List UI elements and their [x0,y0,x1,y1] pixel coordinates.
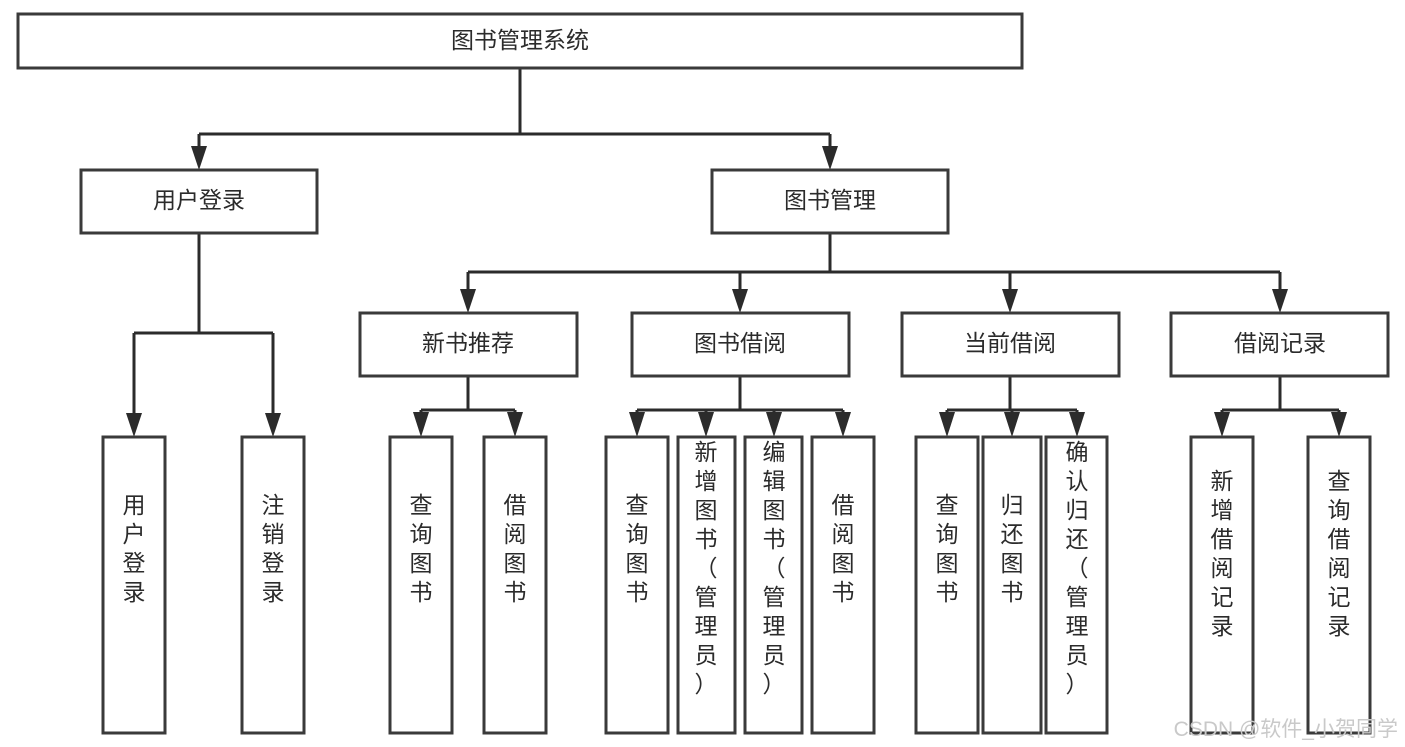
leaf-borrow-record-1[interactable]: 新增借阅记录 [1189,435,1255,735]
leaf-book-borrow-3-box[interactable] [743,435,804,735]
leaf-book-borrow-4-label: 借阅图书 [832,492,855,605]
arrow-head-leaf-cb-2 [1004,412,1020,437]
node-user-login-box[interactable] [79,168,319,235]
leaf-user-login-2-box[interactable] [240,435,306,735]
arrow-head-leaf-br-2 [1331,412,1347,437]
leaf-user-login-1-label: 用户登录 [123,492,146,605]
node-current-borrow[interactable]: 当前借阅 [900,311,1121,378]
arrow-head-leaf-nbr-2 [507,412,523,437]
leaf-user-login-2-label: 注销登录 [262,492,285,605]
leaf-current-borrow-1-box[interactable] [914,435,980,735]
leaf-current-borrow-3[interactable]: 确认归还（管理员） [1044,435,1109,735]
leaf-book-borrow-4-box[interactable] [810,435,876,735]
node-book-borrow-label: 图书借阅 [694,330,786,356]
arrow-head-leaf-bb-3 [766,412,782,437]
connector-layer [126,68,1347,437]
node-book-borrow[interactable]: 图书借阅 [630,311,851,378]
leaf-current-borrow-2[interactable]: 归还图书 [981,435,1043,735]
leaf-book-borrow-3[interactable]: 编辑图书（管理员） [743,435,804,735]
leaf-new-book-rec-2-label: 借阅图书 [504,492,527,605]
node-borrow-record-box[interactable] [1169,311,1390,378]
leaf-book-borrow-4[interactable]: 借阅图书 [810,435,876,735]
leaf-book-borrow-1-box[interactable] [604,435,670,735]
leaf-book-borrow-2-box[interactable] [676,435,737,735]
node-user-login[interactable]: 用户登录 [79,168,319,235]
leaf-borrow-record-1-box[interactable] [1189,435,1255,735]
leaf-current-borrow-2-label: 归还图书 [1001,492,1024,605]
arrow-head-leaf-cb-1 [939,412,955,437]
leaf-book-borrow-1-label: 查询图书 [626,492,649,605]
leaf-current-borrow-3-box[interactable] [1044,435,1109,735]
arrow-head-book-borrow [732,289,748,313]
leaf-new-book-rec-1[interactable]: 查询图书 [388,435,454,735]
node-borrow-record-label: 借阅记录 [1234,330,1326,356]
arrow-head-leaf-bb-4 [835,412,851,437]
leaf-current-borrow-1-label: 查询图书 [936,492,959,605]
leaf-book-borrow-2[interactable]: 新增图书（管理员） [676,435,737,735]
leaf-new-book-rec-1-box[interactable] [388,435,454,735]
node-current-borrow-box[interactable] [900,311,1121,378]
leaf-book-borrow-2-label: 新增图书（管理员） [695,439,718,697]
node-borrow-record[interactable]: 借阅记录 [1169,311,1390,378]
node-user-login-label: 用户登录 [153,187,245,213]
leaf-current-borrow-2-box[interactable] [981,435,1043,735]
node-new-book-rec-box[interactable] [358,311,579,378]
leaf-borrow-record-2-box[interactable] [1306,435,1372,735]
arrow-head-borrow-record [1272,289,1288,313]
node-root-label: 图书管理系统 [451,27,589,53]
arrow-head-new-book-rec [460,289,476,313]
leaf-user-login-2[interactable]: 注销登录 [240,435,306,735]
node-book-manage-box[interactable] [710,168,950,235]
leaf-borrow-record-2[interactable]: 查询借阅记录 [1306,435,1372,735]
leaf-current-borrow-3-label: 确认归还（管理员） [1066,439,1089,697]
node-new-book-rec[interactable]: 新书推荐 [358,311,579,378]
arrow-head-leaf-cb-3 [1069,412,1085,437]
leaf-borrow-record-2-label: 查询借阅记录 [1328,468,1351,639]
leaf-new-book-rec-2-box[interactable] [482,435,548,735]
arrow-head-leaf-bb-2 [698,412,714,437]
arrow-head-user-login [191,146,207,170]
arrow-head-leaf-user-login-1 [126,413,142,437]
arrow-head-leaf-user-login-2 [265,413,281,437]
arrow-head-leaf-nbr-1 [413,412,429,437]
leaf-new-book-rec-1-label: 查询图书 [410,492,433,605]
leaf-user-login-1[interactable]: 用户登录 [101,435,167,735]
leaf-current-borrow-1[interactable]: 查询图书 [914,435,980,735]
node-new-book-rec-label: 新书推荐 [422,330,514,356]
node-root-box[interactable] [16,12,1024,70]
arrow-head-leaf-br-1 [1214,412,1230,437]
node-current-borrow-label: 当前借阅 [964,330,1056,356]
arrow-head-current-borrow [1002,289,1018,313]
leaf-book-borrow-1[interactable]: 查询图书 [604,435,670,735]
node-book-borrow-box[interactable] [630,311,851,378]
leaf-user-login-1-box[interactable] [101,435,167,735]
leaf-borrow-record-1-label: 新增借阅记录 [1211,468,1234,639]
csdn-watermark: CSDN @软件_小贺同学 [1174,718,1398,741]
arrow-head-book-manage [822,146,838,170]
node-root[interactable]: 图书管理系统 [16,12,1024,70]
leaf-book-borrow-3-label: 编辑图书（管理员） [763,439,786,697]
leaf-new-book-rec-2[interactable]: 借阅图书 [482,435,548,735]
node-book-manage[interactable]: 图书管理 [710,168,950,235]
arrow-head-leaf-bb-1 [629,412,645,437]
node-book-manage-label: 图书管理 [784,187,876,213]
